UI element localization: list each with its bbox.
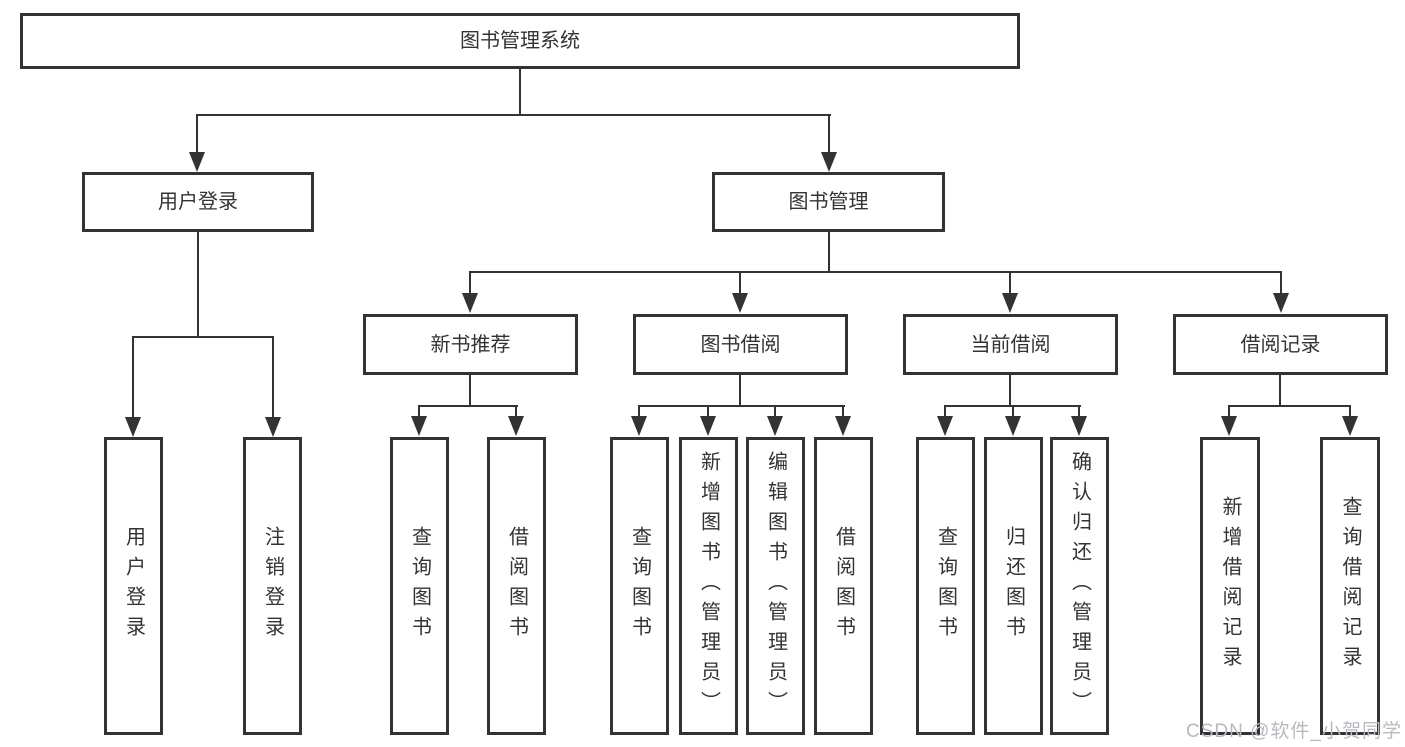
arrowhead-icon — [1342, 416, 1358, 436]
connector-line — [1280, 271, 1282, 295]
connector-line — [515, 405, 517, 418]
arrowhead-icon — [835, 416, 851, 436]
arrowhead-icon — [700, 416, 716, 436]
connector-line — [1349, 405, 1351, 418]
node-user-login: 用户登录 — [82, 172, 314, 232]
connector-line — [1229, 405, 1351, 407]
connector-line — [707, 405, 709, 418]
connector-line — [133, 336, 274, 338]
connector-line — [1228, 405, 1230, 418]
node-borrowing-query-books: 查询图书 — [610, 437, 669, 735]
connector-line — [638, 405, 640, 418]
connector-line — [470, 271, 1282, 273]
arrowhead-icon — [1071, 416, 1087, 436]
node-book-borrowing: 图书借阅 — [633, 314, 848, 375]
node-current-query-books: 查询图书 — [916, 437, 975, 735]
node-add-book-admin: 新增图书（管理员） — [679, 437, 738, 735]
connector-line — [419, 405, 518, 407]
node-library-management-system: 图书管理系统 — [20, 13, 1020, 69]
connector-line — [469, 271, 471, 295]
node-add-borrow-record: 新增借阅记录 — [1200, 437, 1260, 735]
connector-line — [1012, 405, 1014, 418]
connector-line — [1009, 271, 1011, 295]
connector-line — [739, 271, 741, 295]
arrowhead-icon — [1005, 416, 1021, 436]
node-borrow-records: 借阅记录 — [1173, 314, 1388, 375]
csdn-watermark: CSDN @软件_小贺同学 — [1186, 721, 1402, 742]
connector-line — [132, 336, 134, 418]
arrowhead-icon — [265, 417, 281, 437]
arrowhead-icon — [937, 416, 953, 436]
node-edit-book-admin: 编辑图书（管理员） — [746, 437, 805, 735]
arrowhead-icon — [767, 416, 783, 436]
arrowhead-icon — [631, 416, 647, 436]
node-query-borrow-record: 查询借阅记录 — [1320, 437, 1380, 735]
connector-line — [774, 405, 776, 418]
arrowhead-icon — [411, 416, 427, 436]
connector-line — [1279, 375, 1281, 406]
arrowhead-icon — [189, 152, 205, 172]
connector-line — [842, 405, 844, 418]
connector-line — [828, 114, 830, 154]
node-current-borrowing: 当前借阅 — [903, 314, 1118, 375]
arrowhead-icon — [1002, 293, 1018, 313]
arrowhead-icon — [1273, 293, 1289, 313]
connector-line — [418, 405, 420, 418]
connector-line — [197, 114, 831, 116]
arrowhead-icon — [732, 293, 748, 313]
node-recommend-borrow-books: 借阅图书 — [487, 437, 546, 735]
node-user-login-leaf: 用户登录 — [104, 437, 163, 735]
connector-line — [739, 375, 741, 406]
node-new-book-recommend: 新书推荐 — [363, 314, 578, 375]
connector-line — [944, 405, 946, 418]
node-logout: 注销登录 — [243, 437, 302, 735]
node-return-books: 归还图书 — [984, 437, 1043, 735]
arrowhead-icon — [1221, 416, 1237, 436]
connector-line — [639, 405, 845, 407]
node-recommend-query-books: 查询图书 — [390, 437, 449, 735]
connector-line — [196, 114, 198, 154]
node-book-management: 图书管理 — [712, 172, 945, 232]
arrowhead-icon — [821, 152, 837, 172]
connector-line — [1078, 405, 1080, 418]
connector-line — [469, 375, 471, 406]
arrowhead-icon — [508, 416, 524, 436]
connector-line — [519, 69, 521, 115]
arrowhead-icon — [462, 293, 478, 313]
node-confirm-return-admin: 确认归还（管理员） — [1050, 437, 1109, 735]
connector-line — [272, 336, 274, 418]
connector-line — [1009, 375, 1011, 406]
connector-line — [828, 232, 830, 273]
connector-line — [197, 232, 199, 338]
node-borrowing-borrow-books: 借阅图书 — [814, 437, 873, 735]
arrowhead-icon — [125, 417, 141, 437]
